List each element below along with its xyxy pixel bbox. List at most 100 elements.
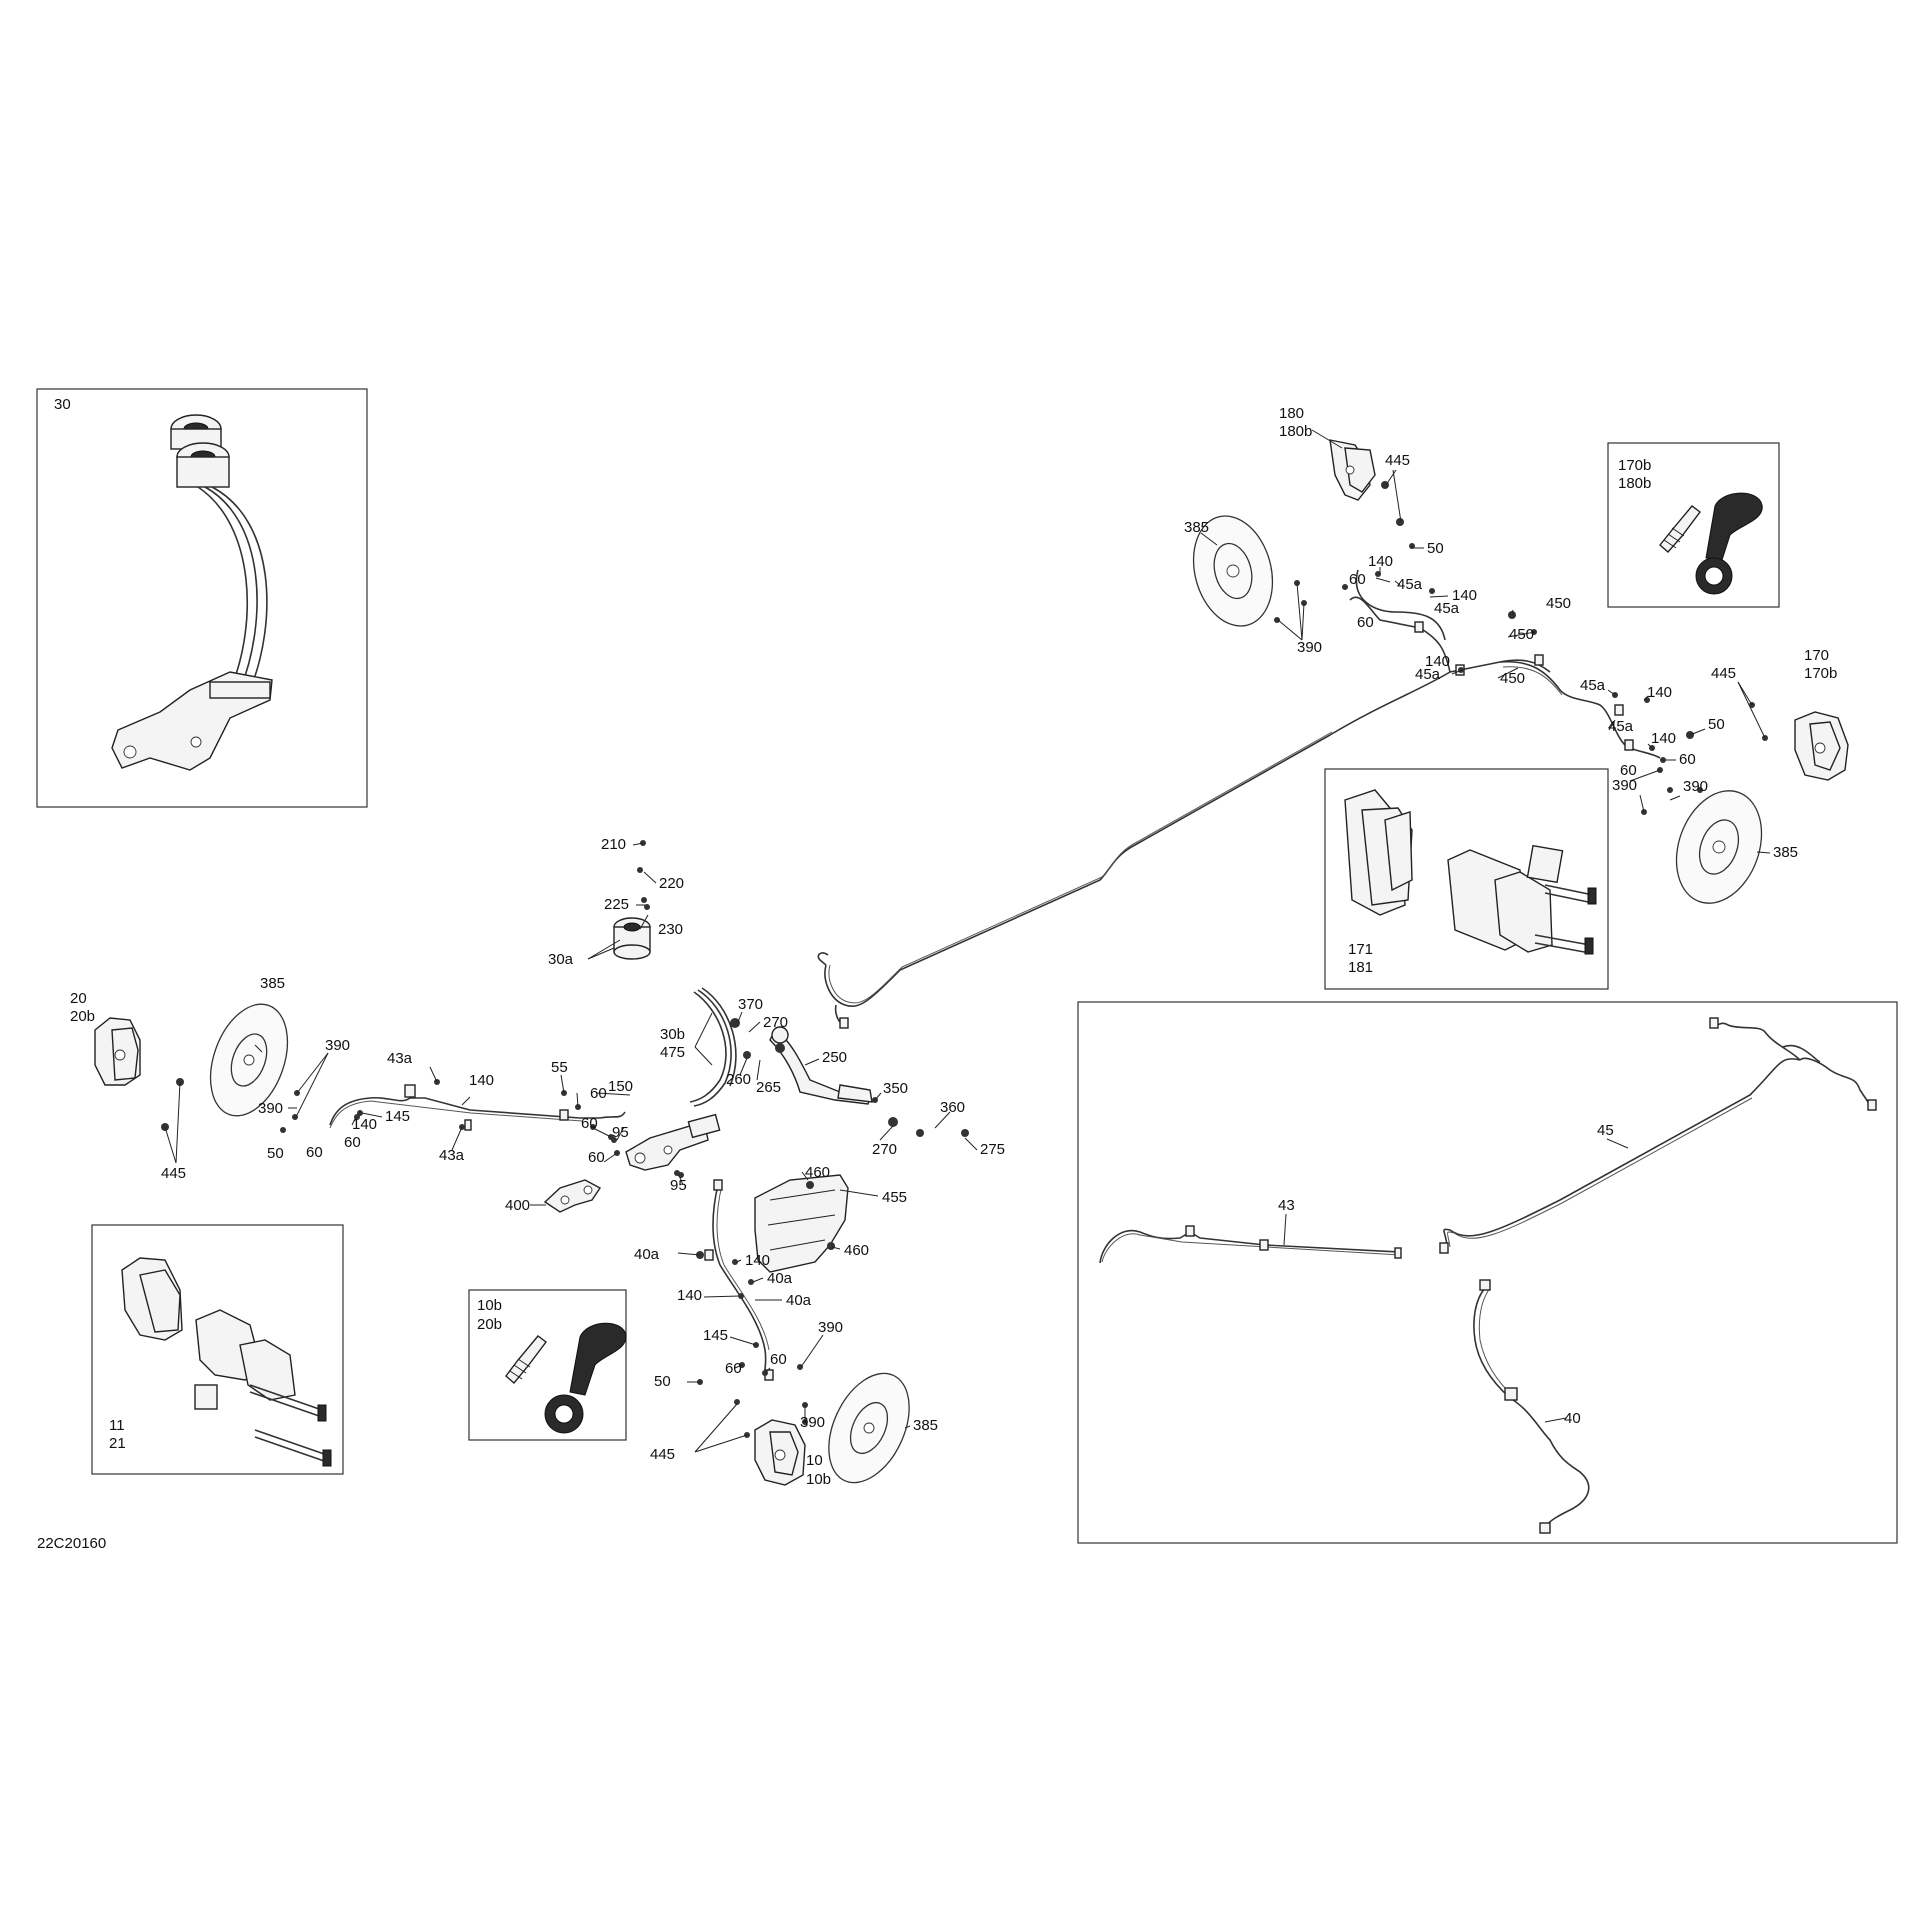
rear-disc-right xyxy=(1675,790,1763,904)
callout-20b: 20b xyxy=(70,1008,95,1025)
callout-270: 270 xyxy=(872,1141,897,1158)
brake-line-43 xyxy=(1099,1225,1402,1264)
callout-140: 140 xyxy=(1647,684,1672,701)
brake-pads-illustration xyxy=(1344,789,1597,955)
inset-bleeder-rear: 170b 180b xyxy=(1607,442,1780,608)
callout-60: 60 xyxy=(725,1360,742,1377)
callout-43a: 43a xyxy=(387,1050,413,1067)
callout-360: 360 xyxy=(940,1099,965,1116)
reservoir-hoses-30b xyxy=(689,987,737,1107)
brake-pedal-250 xyxy=(769,1026,873,1105)
callout-445: 445 xyxy=(650,1446,675,1463)
callout-45a: 45a xyxy=(1434,600,1460,617)
front-caliper-left xyxy=(94,1017,141,1086)
hardware-fasteners xyxy=(161,481,1768,1438)
master-cylinder-assembly xyxy=(625,1113,721,1171)
inset-pads-rear: 171 181 xyxy=(1324,768,1609,990)
bracket-400 xyxy=(543,1179,602,1213)
callout-10b: 10b xyxy=(806,1471,831,1488)
callout-450: 450 xyxy=(1500,670,1525,687)
callout-275: 275 xyxy=(980,1141,1005,1158)
label-11: 11 xyxy=(109,1417,125,1434)
callout-210: 210 xyxy=(601,836,626,853)
callout-445: 445 xyxy=(1711,665,1736,682)
callout-60: 60 xyxy=(1620,762,1637,779)
bleeder-screw-icon xyxy=(1659,505,1701,553)
callout-180: 180 xyxy=(1279,405,1304,422)
callout-60: 60 xyxy=(590,1085,607,1102)
callout-390: 390 xyxy=(1683,778,1708,795)
callout-140: 140 xyxy=(352,1116,377,1133)
callout-390: 390 xyxy=(325,1037,350,1054)
brake-line-40 xyxy=(1473,1279,1590,1534)
callout-385: 385 xyxy=(1773,844,1798,861)
callout-140: 140 xyxy=(1425,653,1450,670)
callout-350: 350 xyxy=(883,1080,908,1097)
callout-250: 250 xyxy=(822,1049,847,1066)
callout-170: 170 xyxy=(1804,647,1829,664)
drawing-id: 22C20160 xyxy=(37,1535,106,1552)
label-170b: 170b xyxy=(1618,457,1651,474)
callout-60: 60 xyxy=(770,1351,787,1368)
callout-45a: 45a xyxy=(1580,677,1606,694)
callout-390: 390 xyxy=(800,1414,825,1431)
callout-450: 450 xyxy=(1546,595,1571,612)
callout-40a: 40a xyxy=(634,1246,660,1263)
callout-400: 400 xyxy=(505,1197,530,1214)
callout-60: 60 xyxy=(306,1144,323,1161)
callout-385: 385 xyxy=(260,975,285,992)
callout-390: 390 xyxy=(818,1319,843,1336)
label-40: 40 xyxy=(1564,1410,1581,1427)
rear-caliper-right xyxy=(1794,711,1849,781)
front-disc-right xyxy=(828,1372,910,1484)
callout-labels: 180 180b 445 385 50 140 60 45a 140 45a 6… xyxy=(70,405,1837,1488)
main-brake-line xyxy=(817,659,1551,1029)
callout-40a: 40a xyxy=(786,1292,812,1309)
callout-60: 60 xyxy=(1357,614,1374,631)
callout-45a: 45a xyxy=(1397,576,1423,593)
label-43: 43 xyxy=(1278,1197,1295,1214)
callout-445: 445 xyxy=(1385,452,1410,469)
callout-150: 150 xyxy=(608,1078,633,1095)
callout-60: 60 xyxy=(581,1115,598,1132)
callout-225: 225 xyxy=(604,896,629,913)
callout-60: 60 xyxy=(344,1134,361,1151)
inset-bleeder-front: 10b 20b xyxy=(468,1289,627,1441)
callout-40a: 40a xyxy=(767,1270,793,1287)
callout-475: 475 xyxy=(660,1044,685,1061)
callout-60: 60 xyxy=(1349,571,1366,588)
callout-170b: 170b xyxy=(1804,665,1837,682)
label-21: 21 xyxy=(109,1435,126,1452)
callout-140: 140 xyxy=(1452,587,1477,604)
callout-60: 60 xyxy=(588,1149,605,1166)
callout-230: 230 xyxy=(658,921,683,938)
label-20b: 20b xyxy=(477,1316,502,1333)
bleeder-cap-icon xyxy=(1695,492,1763,595)
callout-180b: 180b xyxy=(1279,423,1312,440)
callout-140: 140 xyxy=(469,1072,494,1089)
callout-390: 390 xyxy=(1612,777,1637,794)
label-171: 171 xyxy=(1348,941,1373,958)
front-caliper-right xyxy=(754,1419,806,1486)
callout-370: 370 xyxy=(738,996,763,1013)
callout-10: 10 xyxy=(806,1452,823,1469)
inset-master-cylinder: 30 xyxy=(36,388,368,808)
callout-145: 145 xyxy=(385,1108,410,1125)
label-181: 181 xyxy=(1348,959,1373,976)
label-30: 30 xyxy=(54,396,71,413)
leader-lines xyxy=(164,429,1771,1453)
front-disc-left xyxy=(209,1003,289,1117)
callout-145: 145 xyxy=(703,1327,728,1344)
callout-450: 450 xyxy=(1509,626,1534,643)
callout-95: 95 xyxy=(670,1177,687,1194)
bleeder-cap-icon xyxy=(544,1322,627,1434)
callout-30a: 30a xyxy=(548,951,574,968)
callout-270: 270 xyxy=(763,1014,788,1031)
rear-caliper-upper xyxy=(1329,439,1376,501)
callout-45a: 45a xyxy=(1608,718,1634,735)
callout-455: 455 xyxy=(882,1189,907,1206)
reservoir-30a xyxy=(613,917,651,960)
callout-50: 50 xyxy=(654,1373,671,1390)
callout-45a: 45a xyxy=(1415,666,1441,683)
